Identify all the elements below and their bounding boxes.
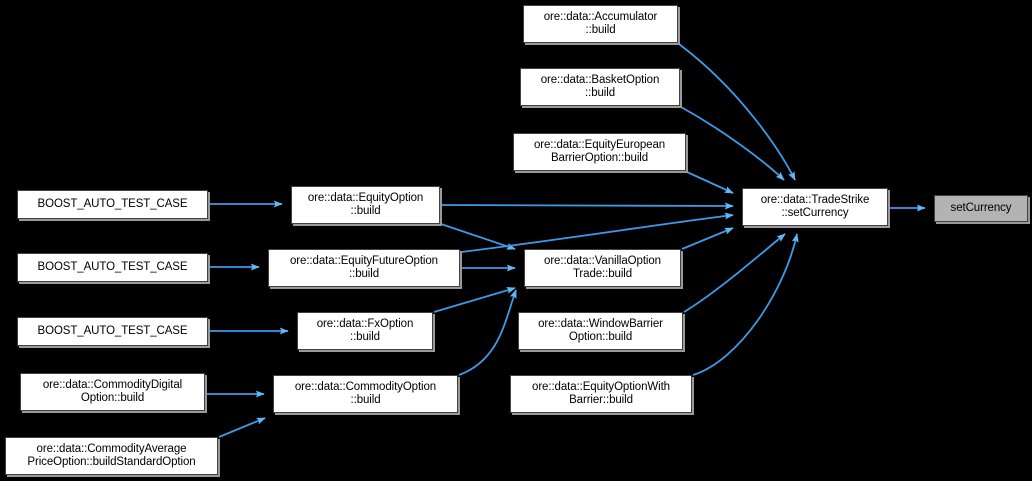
graph-node-label-equityoptionwithbarrier: ore::data::EquityOptionWith Barrier::bui… <box>532 380 670 407</box>
graph-node-equityfutureoption[interactable]: ore::data::EquityFutureOption ::build <box>268 249 460 287</box>
graph-node-label-commoditydigital: ore::data::CommodityDigital Option::buil… <box>42 378 183 405</box>
graph-node-label-vanillaoption: ore::data::VanillaOption Trade::build <box>544 254 661 281</box>
graph-node-setcurrency[interactable]: setCurrency <box>934 195 1028 222</box>
edge-windowbarrier-to-tradestrike <box>683 233 786 313</box>
edge-layer <box>206 43 926 438</box>
edge-equityoption-to-vanillaoption <box>440 223 516 250</box>
graph-node-label-boost3: BOOST_AUTO_TEST_CASE <box>37 324 188 337</box>
edge-equityoption-to-tradestrike <box>440 202 734 210</box>
graph-node-boost2[interactable]: BOOST_AUTO_TEST_CASE <box>17 253 208 282</box>
graph-node-basketoption[interactable]: ore::data::BasketOption ::build <box>520 68 680 106</box>
graph-node-label-equityeuropeanbarrier: ore::data::EquityEuropean BarrierOption:… <box>533 138 666 165</box>
graph-node-label-equityoption: ore::data::EquityOption ::build <box>307 191 424 218</box>
graph-node-commodityoption[interactable]: ore::data::CommodityOption ::build <box>273 375 458 413</box>
graph-node-equityoption[interactable]: ore::data::EquityOption ::build <box>291 186 440 224</box>
graph-node-label-accumulator: ore::data::Accumulator ::build <box>543 10 658 37</box>
edge-vanillaoption-to-tradestrike <box>681 227 734 250</box>
graph-node-label-equityfutureoption: ore::data::EquityFutureOption ::build <box>290 254 438 281</box>
graph-node-label-windowbarrier: ore::data::WindowBarrier Option::build <box>538 317 663 344</box>
graph-node-tradestrike[interactable]: ore::data::TradeStrike ::setCurrency <box>742 188 888 226</box>
graph-node-label-boost2: BOOST_AUTO_TEST_CASE <box>37 260 188 273</box>
graph-node-commoditydigital[interactable]: ore::data::CommodityDigital Option::buil… <box>20 373 205 411</box>
graph-node-equityoptionwithbarrier[interactable]: ore::data::EquityOptionWith Barrier::bui… <box>510 375 692 413</box>
graph-node-label-boost1: BOOST_AUTO_TEST_CASE <box>37 197 188 210</box>
edge-basketoption-to-tradestrike <box>680 106 785 181</box>
graph-node-label-tradestrike: ore::data::TradeStrike ::setCurrency <box>760 193 870 220</box>
graph-node-label-basketoption: ore::data::BasketOption ::build <box>540 73 660 100</box>
edge-commodityoption-to-vanillaoption <box>458 289 517 376</box>
edge-accumulator-to-tradestrike <box>678 43 796 181</box>
edge-equityfutureoption-to-tradestrike <box>460 212 734 253</box>
graph-node-vanillaoption[interactable]: ore::data::VanillaOption Trade::build <box>524 249 681 287</box>
graph-node-commodityaverage[interactable]: ore::data::CommodityAverage PriceOption:… <box>5 437 218 475</box>
graph-node-accumulator[interactable]: ore::data::Accumulator ::build <box>523 5 678 43</box>
edge-commodityaverage-to-commodityoption <box>218 417 266 438</box>
graph-node-label-fxoption: ore::data::FxOption ::build <box>316 317 414 344</box>
graph-node-fxoption[interactable]: ore::data::FxOption ::build <box>297 312 433 350</box>
graph-node-boost3[interactable]: BOOST_AUTO_TEST_CASE <box>17 317 208 346</box>
graph-node-windowbarrier[interactable]: ore::data::WindowBarrier Option::build <box>518 312 683 350</box>
edge-equityoptionwithbarrier-to-tradestrike <box>692 233 799 376</box>
edge-equityeuropeanbarrier-to-tradestrike <box>686 171 734 194</box>
graph-node-label-commodityaverage: ore::data::CommodityAverage PriceOption:… <box>27 442 196 469</box>
graph-node-boost1[interactable]: BOOST_AUTO_TEST_CASE <box>17 190 208 219</box>
graph-node-equityeuropeanbarrier[interactable]: ore::data::EquityEuropean BarrierOption:… <box>513 133 686 171</box>
edge-fxoption-to-vanillaoption <box>433 286 516 313</box>
graph-node-label-commodityoption: ore::data::CommodityOption ::build <box>294 380 437 407</box>
graph-node-label-setcurrency: setCurrency <box>950 201 1012 214</box>
